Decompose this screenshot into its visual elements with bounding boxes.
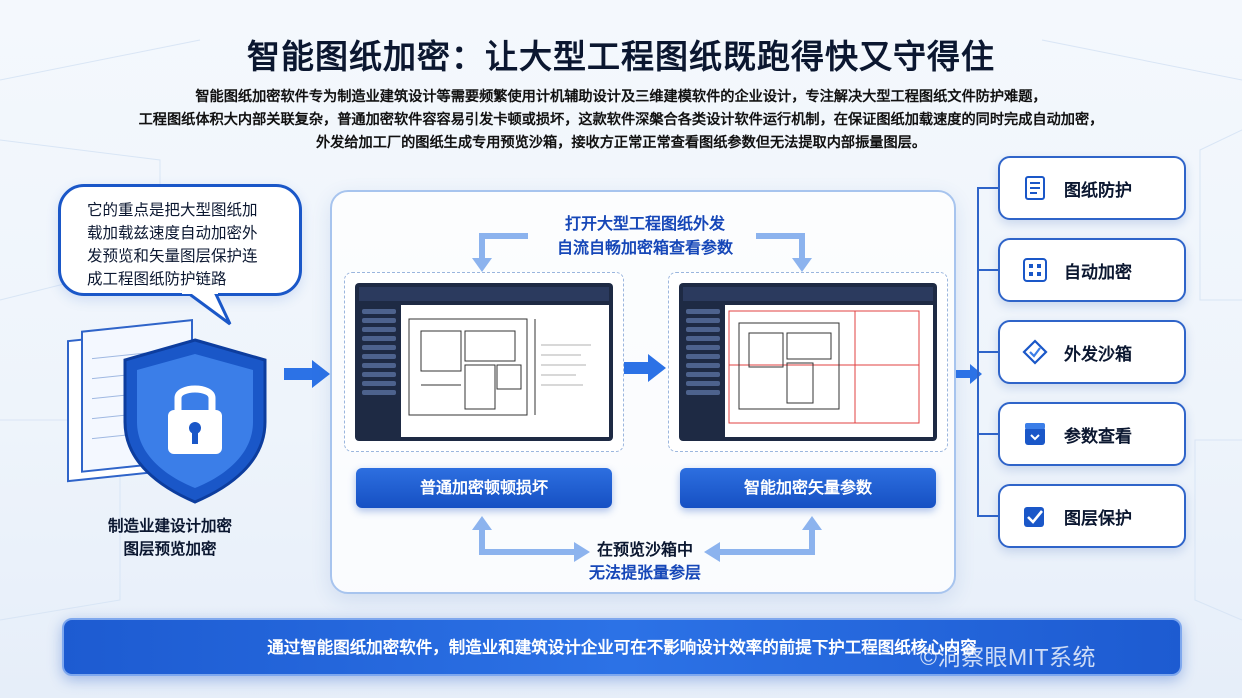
screen-titlebar [683, 287, 933, 301]
padlock-icon [168, 385, 222, 454]
feature-auto-encryption: 自动加密 [998, 238, 1186, 302]
page-title: 智能图纸加密：让大型工程图纸既跑得快又守得住 [247, 37, 995, 76]
left-caption-line-2: 图层预览加密 [123, 540, 217, 558]
screen-titlebar [359, 287, 609, 301]
feature-outgoing-sandbox: 外发沙箱 [998, 320, 1186, 384]
document-icon [1025, 176, 1045, 200]
speech-bubble: 它的重点是把大型图纸加 载加载兹速度自动加密外 发预览和矢量图层保护连 成工程图… [58, 184, 302, 296]
bubble-tail [181, 290, 232, 326]
bottom-caption-line-2: 无法提张量参层 [588, 563, 701, 582]
normal-encryption-label: 普通加密顿顿损坏 [356, 468, 612, 508]
cad-drawing-area [401, 305, 609, 437]
bubble-line-2: 载加载兹速度自动加密外 [87, 224, 258, 242]
center-panel: 打开大型工程图纸外发 自流自畅加密箱查看参数 [330, 190, 956, 594]
left-caption: 制造业建设计加密 图层预览加密 [60, 515, 280, 561]
box-icon [1025, 423, 1045, 445]
feature-label: 参数查看 [1064, 426, 1132, 447]
feature-drawing-protection: 图纸防护 [998, 156, 1186, 220]
top-caption-line-1: 打开大型工程图纸外发 [564, 214, 725, 233]
footer-text: 通过智能图纸加密软件，制造业和建筑设计企业可在不影响设计效率的前提下护工程图纸核… [267, 638, 977, 657]
top-caption: 打开大型工程图纸外发 自流自畅加密箱查看参数 [332, 212, 958, 260]
arrow-right-icon [284, 360, 330, 388]
cad-screen-right [668, 272, 948, 452]
smart-encryption-label: 智能加密矢量参数 [680, 468, 936, 508]
floorplan-drawing-encrypted [728, 310, 920, 424]
feature-label: 外发沙箱 [1064, 344, 1132, 365]
feature-layer-protection: 图层保护 [998, 484, 1186, 548]
layer-check-icon [1024, 507, 1044, 527]
feature-label: 图层保护 [1064, 508, 1132, 529]
floorplan-drawing [408, 318, 591, 416]
bubble-line-1: 它的重点是把大型图纸加 [87, 201, 258, 219]
intro-text: 智能图纸加密软件专为制造业建筑设计等需要频繁使用计机辅助设计及三维建模软件的企业… [90, 86, 1152, 155]
shield-diamond-icon [1022, 339, 1048, 365]
shield-lock-illustration [67, 319, 267, 504]
cad-screen-left [344, 272, 624, 452]
feature-parameter-view: 参数查看 [998, 402, 1186, 466]
left-caption-line-1: 制造业建设计加密 [107, 517, 232, 535]
feature-bracket [977, 187, 998, 517]
watermark: ©洞察眼MIT系统 [920, 644, 1097, 670]
curved-arrow-right-icon [756, 233, 812, 272]
curved-arrow-left-icon [472, 233, 528, 272]
footer-banner: 通过智能图纸加密软件，制造业和建筑设计企业可在不影响设计效率的前提下护工程图纸核… [62, 618, 1182, 676]
curved-arrow-bottom-left-icon [472, 516, 590, 562]
feature-label: 图纸防护 [1064, 180, 1132, 201]
bottom-caption: 在预览沙箱中 无法提张量参层 [332, 538, 958, 584]
bubble-line-4: 成工程图纸防护链路 [87, 270, 227, 288]
curved-arrow-bottom-right-icon [704, 516, 822, 562]
screen-sidebar [683, 305, 723, 437]
top-caption-line-2: 自流自畅加密箱查看参数 [556, 238, 733, 257]
arrow-right-icon [624, 354, 666, 382]
arrow-right-small-icon [956, 364, 982, 384]
intro-line-2: 工程图纸体积大内部关联复杂，普通加密软件容容易引发卡顿或损坏，这款软件深槃合各类… [138, 112, 1104, 128]
grid-lock-icon [1023, 258, 1047, 282]
intro-line-1: 智能图纸加密软件专为制造业建筑设计等需要频繁使用计机辅助设计及三维建模软件的企业… [195, 89, 1047, 105]
cad-drawing-area [725, 305, 933, 437]
screen-sidebar [359, 305, 399, 437]
intro-line-3: 外发给加工厂的图纸生成专用预览沙箱，接收方正常正常查看图纸参数但无法提取内部振量… [315, 135, 927, 151]
feature-label: 自动加密 [1064, 262, 1132, 283]
bottom-caption-line-1: 在预览沙箱中 [596, 540, 693, 559]
bubble-line-3: 发预览和矢量图层保护连 [87, 247, 258, 265]
